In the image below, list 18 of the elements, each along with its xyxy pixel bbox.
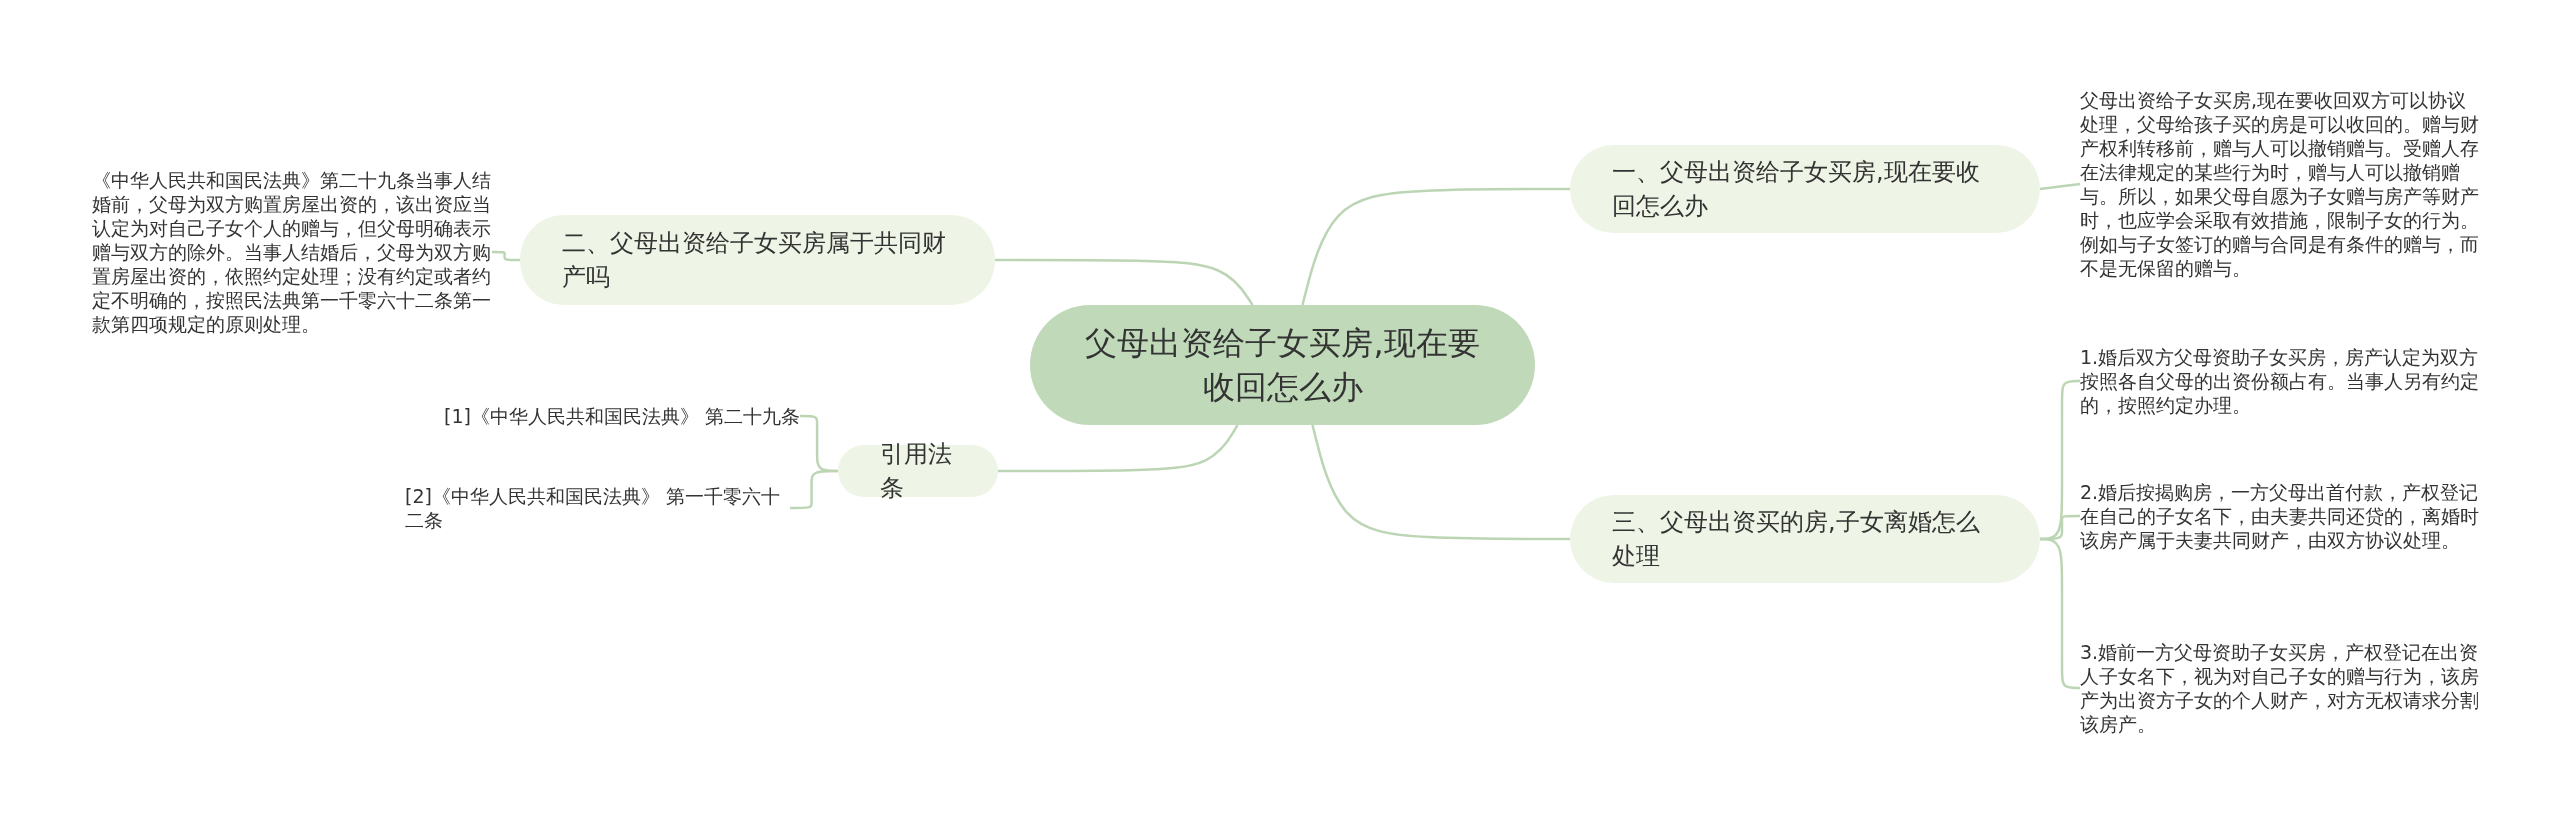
- note-text: 2.婚后按揭购房，一方父母出首付款，产权登记在自己的子女名下，由夫妻共同还贷的，离婚时该房产属于夫妻共同财产，由双方协议处理。: [2080, 480, 2485, 552]
- central-topic: 父母出资给子女买房,现在要收回怎么办: [1030, 305, 1535, 425]
- reference-text: [1]《中华人民共和国民法典》 第二十九条: [420, 404, 800, 428]
- note-text: 1.婚后双方父母资助子女买房，房产认定为双方按照各自父母的出资份额占有。当事人另有约定的，按照约定办理。: [2080, 345, 2485, 417]
- connector-line: [998, 424, 1239, 473]
- connector-line: [995, 258, 1254, 306]
- note-text: 《中华人民共和国民法典》第二十九条当事人结婚前，父母为双方购置房屋出资的，该出资应当认定为对自己子女个人的赠与，但父母明确表示赠与双方的除外。当事人结婚后，父母为双方购置房屋出资的，依照约定处理；没有约定或者约定不明确的，按照民法典第一千零六十二条第一款第四项规定的原则处理。: [92, 168, 492, 336]
- topic-box: 二、父母出资给子女买房属于共同财产吗: [520, 215, 995, 305]
- reference-text: [2]《中华人民共和国民法典》 第一千零六十二条: [405, 484, 790, 532]
- topic-box: 三、父母出资买的房,子女离婚怎么处理: [1570, 495, 2040, 583]
- note-text: 3.婚前一方父母资助子女买房，产权登记在出资人子女名下，视为对自己子女的赠与行为，该房产为出资方子女的个人财产，对方无权请求分割该房产。: [2080, 640, 2485, 736]
- connector-line: [492, 250, 520, 262]
- note-text: 父母出资给子女买房,现在要收回双方可以协议处理，父母给孩子买的房是可以收回的。赠与财产权利转移前，赠与人可以撤销赠与。受赠人存在法律规定的某些行为时，赠与人可以撤销赠与。所以，如果父母自愿为子女赠与房产等财产时，也应学会采取有效措施，限制子女的行为。例如与子女签订的赠与合同是有条件的赠与，而不是无保留的赠与。: [2080, 88, 2485, 280]
- connector-line: [2039, 182, 2081, 191]
- connector-line: [1311, 424, 1570, 541]
- connector-line: [790, 469, 838, 510]
- connector-line: [1301, 187, 1570, 306]
- topic-box: 一、父母出资给子女买房,现在要收回怎么办: [1570, 145, 2040, 233]
